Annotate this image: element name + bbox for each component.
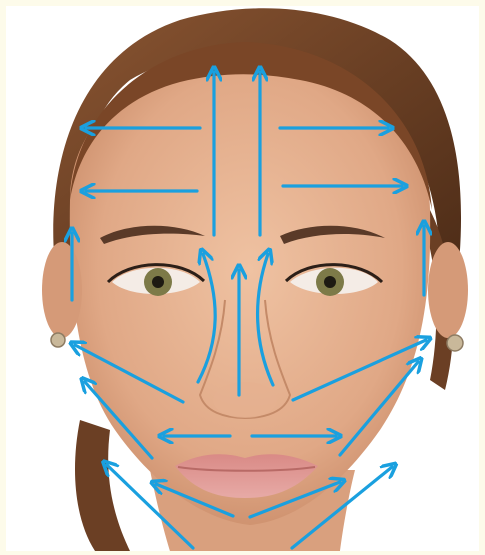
- face-photo: [6, 6, 479, 551]
- face-illustration: [6, 6, 479, 551]
- left-earring: [51, 333, 65, 347]
- nose-tip: [213, 382, 277, 418]
- right-earring: [447, 335, 463, 351]
- left-ear: [42, 242, 82, 338]
- right-ear: [428, 242, 468, 338]
